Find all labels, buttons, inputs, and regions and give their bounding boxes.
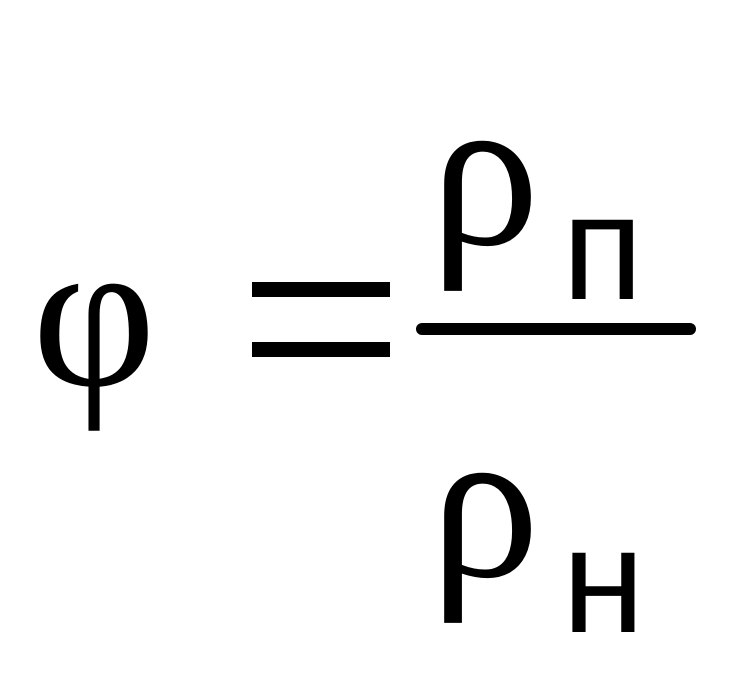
equals-bar-top	[252, 282, 390, 297]
numerator-rho: ρ	[430, 48, 540, 292]
numerator-subscript: п	[562, 163, 644, 331]
denominator-subscript: н	[562, 496, 645, 664]
fraction-line	[416, 323, 696, 335]
phi-symbol: φ	[32, 193, 157, 432]
equals-bar-bottom	[252, 342, 390, 357]
equals-sign	[252, 282, 390, 358]
denominator-rho: ρ	[430, 380, 540, 624]
